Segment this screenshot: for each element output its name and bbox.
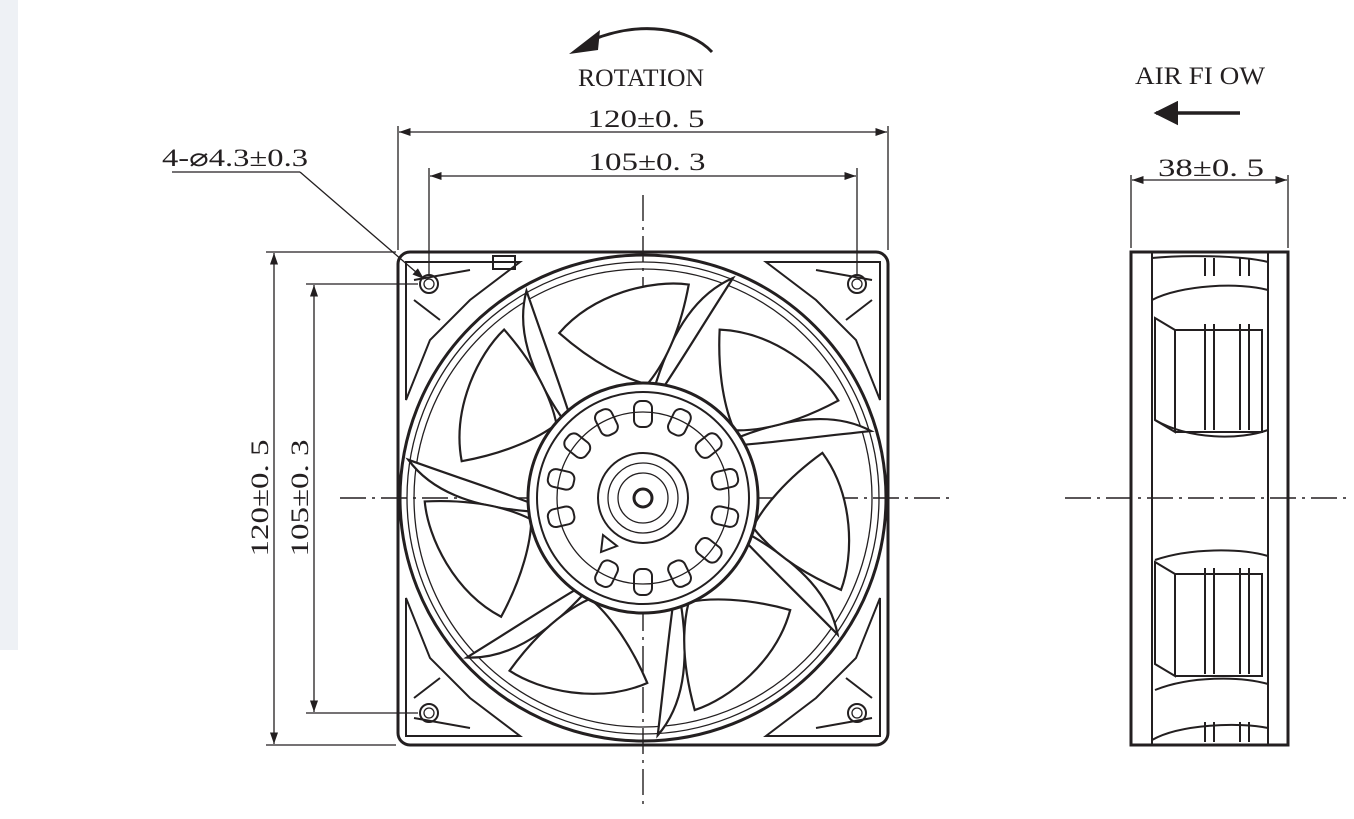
airflow-label: AIR FI OW <box>1135 63 1265 90</box>
dimension-width-holes: 105±0. 3 <box>428 149 858 276</box>
venturi-ring-inner <box>406 261 880 735</box>
height-holes-label: 105±0. 3 <box>287 440 314 557</box>
frame-corners <box>405 261 881 737</box>
venturi-ring-outer <box>398 253 888 743</box>
rotation-direction-icon <box>599 533 620 554</box>
fan-frame <box>396 250 890 747</box>
mounting-hole-bottom-right <box>847 703 867 723</box>
mounting-hole-bottom-left <box>419 703 439 723</box>
blade-sweep-circle <box>413 268 873 728</box>
dimension-height-holes: 105±0. 3 <box>287 283 418 714</box>
fan-hub <box>526 381 760 615</box>
width-holes-label: 105±0. 3 <box>589 149 706 176</box>
dimension-width-outer: 120±0. 5 <box>397 106 889 250</box>
height-outer-label: 120±0. 5 <box>247 440 274 557</box>
side-view: AIR FI OW 38±0. 5 <box>1065 63 1350 747</box>
depth-label: 38±0. 5 <box>1158 155 1264 182</box>
frame-tab <box>492 255 516 270</box>
rotation-label: ROTATION <box>578 65 704 92</box>
dimension-depth: 38±0. 5 <box>1130 155 1289 248</box>
rotation-arrow-icon <box>569 27 714 54</box>
fan-blades <box>405 275 875 739</box>
dimension-height-outer: 120±0. 5 <box>247 251 396 746</box>
fan-side-profile <box>1129 250 1290 747</box>
hub-slots <box>546 400 740 596</box>
mount-hole-callout: 4-⌀4.3±0.3 <box>162 145 425 280</box>
left-edge-strip <box>0 0 18 650</box>
width-outer-label: 120±0. 5 <box>588 106 705 133</box>
front-view: ROTATION 120±0. 5 105±0. 3 4-⌀4.3±0.3 12 <box>162 27 950 805</box>
mount-holes-label: 4-⌀4.3±0.3 <box>162 145 308 172</box>
